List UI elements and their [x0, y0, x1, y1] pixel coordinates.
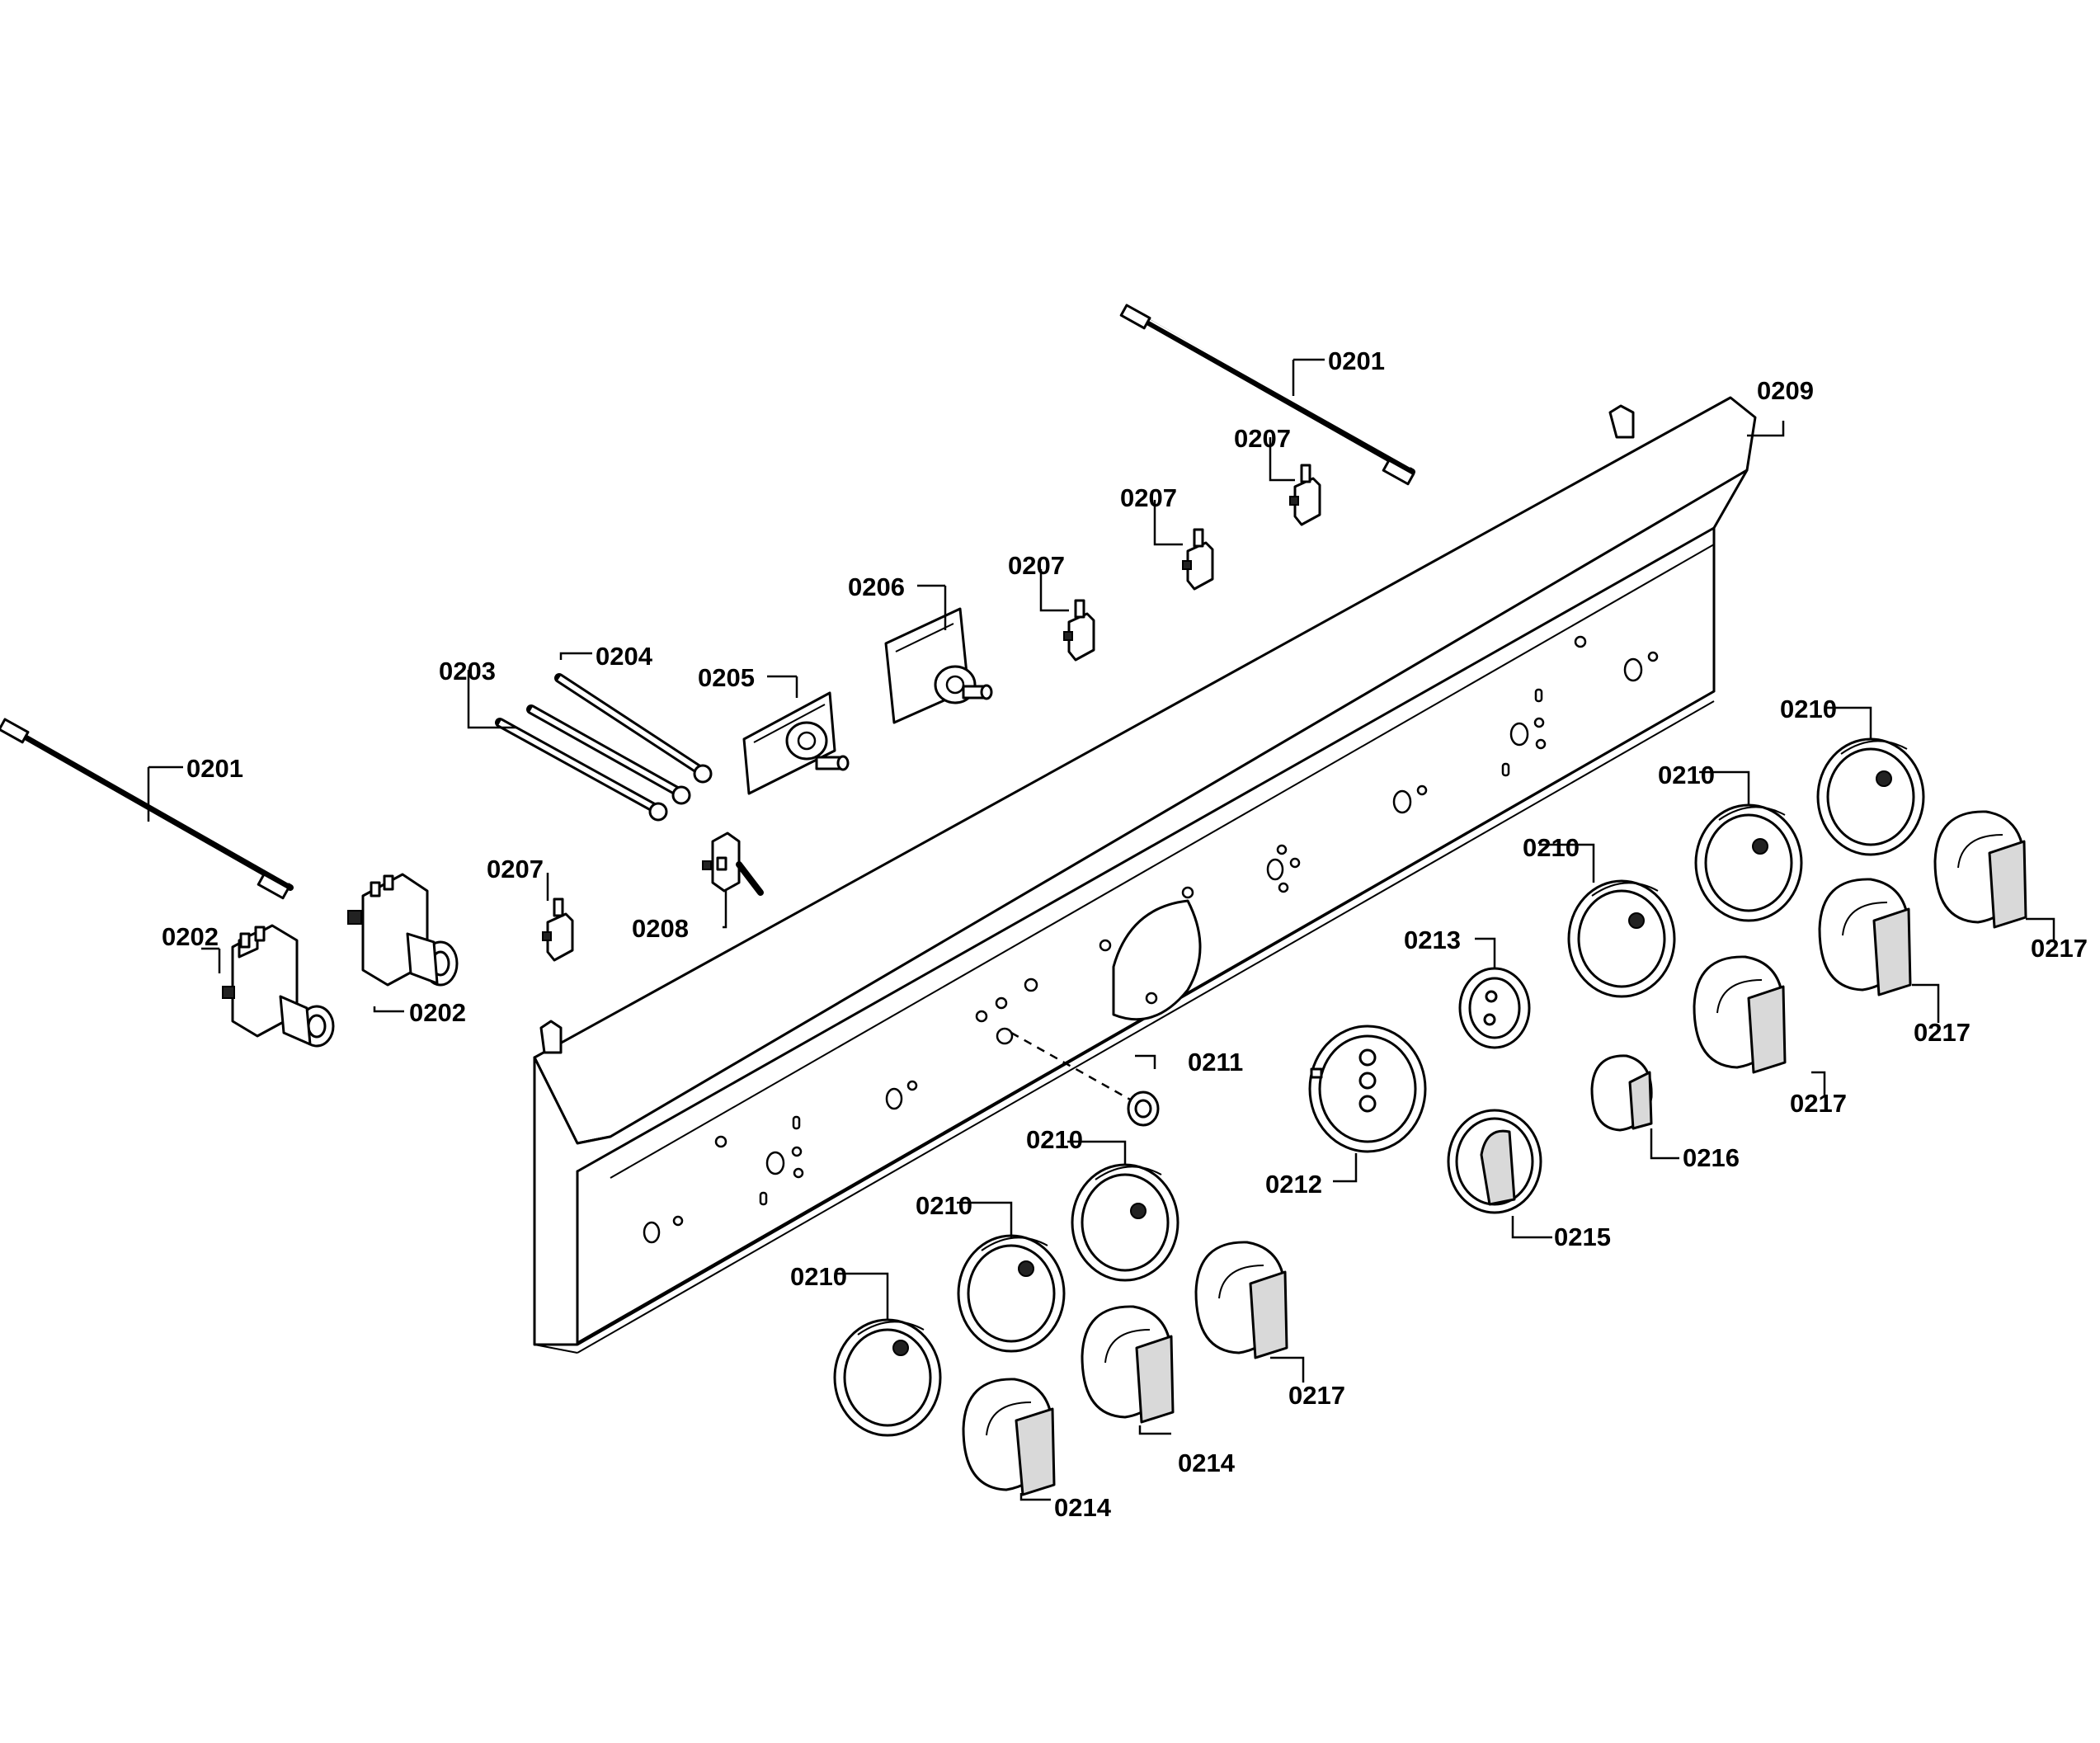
valve-0202-right: [347, 873, 459, 987]
board-0205: [742, 691, 850, 795]
label-0214-1: 0214: [1054, 1493, 1112, 1522]
label-0201-top: 0201: [1328, 346, 1385, 375]
leader-lines: [147, 358, 2055, 1501]
label-0201-left: 0201: [186, 754, 243, 783]
label-0204: 0204: [596, 642, 653, 671]
knob-0216: [1590, 1054, 1653, 1132]
label-0217-1: 0217: [1288, 1381, 1345, 1410]
label-0207-a: 0207: [487, 855, 544, 883]
label-0202-right: 0202: [409, 998, 466, 1027]
bezel-0210-4: [1567, 879, 1676, 998]
knob-0217-4: [1933, 810, 2027, 929]
label-0210-6: 0210: [1780, 695, 1837, 723]
knob-0217-1: [1194, 1241, 1288, 1359]
knob-0215: [1447, 1109, 1542, 1214]
bezel-0213: [1458, 967, 1531, 1049]
label-0217-4: 0217: [2031, 934, 2088, 963]
label-0210-1: 0210: [790, 1262, 847, 1291]
label-0216: 0216: [1683, 1143, 1740, 1172]
label-0208: 0208: [632, 914, 689, 943]
rod-0203: [495, 718, 668, 822]
assembly-line-0211: [1010, 1031, 1132, 1102]
rod-0201-top: [1119, 304, 1415, 486]
label-0210-3: 0210: [1026, 1125, 1083, 1154]
rod-0204: [554, 673, 713, 784]
valve-0202-left: [222, 924, 335, 1048]
label-0212: 0212: [1265, 1170, 1322, 1199]
label-0203: 0203: [439, 657, 496, 685]
label-0211: 0211: [1188, 1048, 1243, 1076]
label-0209: 0209: [1757, 376, 1814, 405]
switch-0207-d: [1289, 464, 1321, 526]
knob-0214-2: [1081, 1305, 1175, 1424]
rod-0201-left: [0, 718, 294, 900]
bezel-0210-3: [1071, 1163, 1179, 1282]
part-labels: 0201 0201 0202 0202 0203 0204 0205 0206 …: [162, 346, 2088, 1522]
board-0206: [884, 607, 993, 724]
label-0217-2: 0217: [1790, 1089, 1847, 1118]
bezel-0210-1: [833, 1318, 942, 1437]
bezel-0210-5: [1694, 803, 1803, 922]
label-0215: 0215: [1554, 1222, 1611, 1251]
switch-0207-a: [542, 897, 574, 962]
knob-0214-1: [962, 1378, 1056, 1496]
label-0202-left: 0202: [162, 922, 219, 951]
bezel-0210-2: [957, 1234, 1066, 1353]
label-0210-2: 0210: [916, 1191, 972, 1220]
label-0213: 0213: [1404, 926, 1461, 954]
switch-0207-b: [1063, 599, 1095, 662]
label-0206: 0206: [848, 572, 905, 601]
label-0210-5: 0210: [1658, 761, 1715, 789]
switch-0207-c: [1182, 528, 1214, 591]
toggle-switch-0208: [702, 831, 764, 896]
label-0205: 0205: [698, 663, 755, 692]
bezel-0210-6: [1816, 737, 1925, 856]
label-0207-b: 0207: [1008, 551, 1065, 580]
rod-0203b: [526, 704, 691, 805]
label-0214-2: 0214: [1178, 1449, 1236, 1477]
label-0207-c: 0207: [1120, 483, 1177, 512]
control-panel-0209: [533, 396, 1757, 1354]
nut-0211: [1127, 1091, 1160, 1127]
label-0217-3: 0217: [1914, 1018, 1971, 1047]
knob-0217-3: [1818, 878, 1912, 996]
label-0207-d: 0207: [1234, 424, 1291, 453]
panel-holes: [643, 635, 1659, 1244]
bezel-0212: [1308, 1025, 1427, 1153]
label-0210-4: 0210: [1523, 833, 1580, 862]
knob-0217-2: [1693, 955, 1787, 1074]
